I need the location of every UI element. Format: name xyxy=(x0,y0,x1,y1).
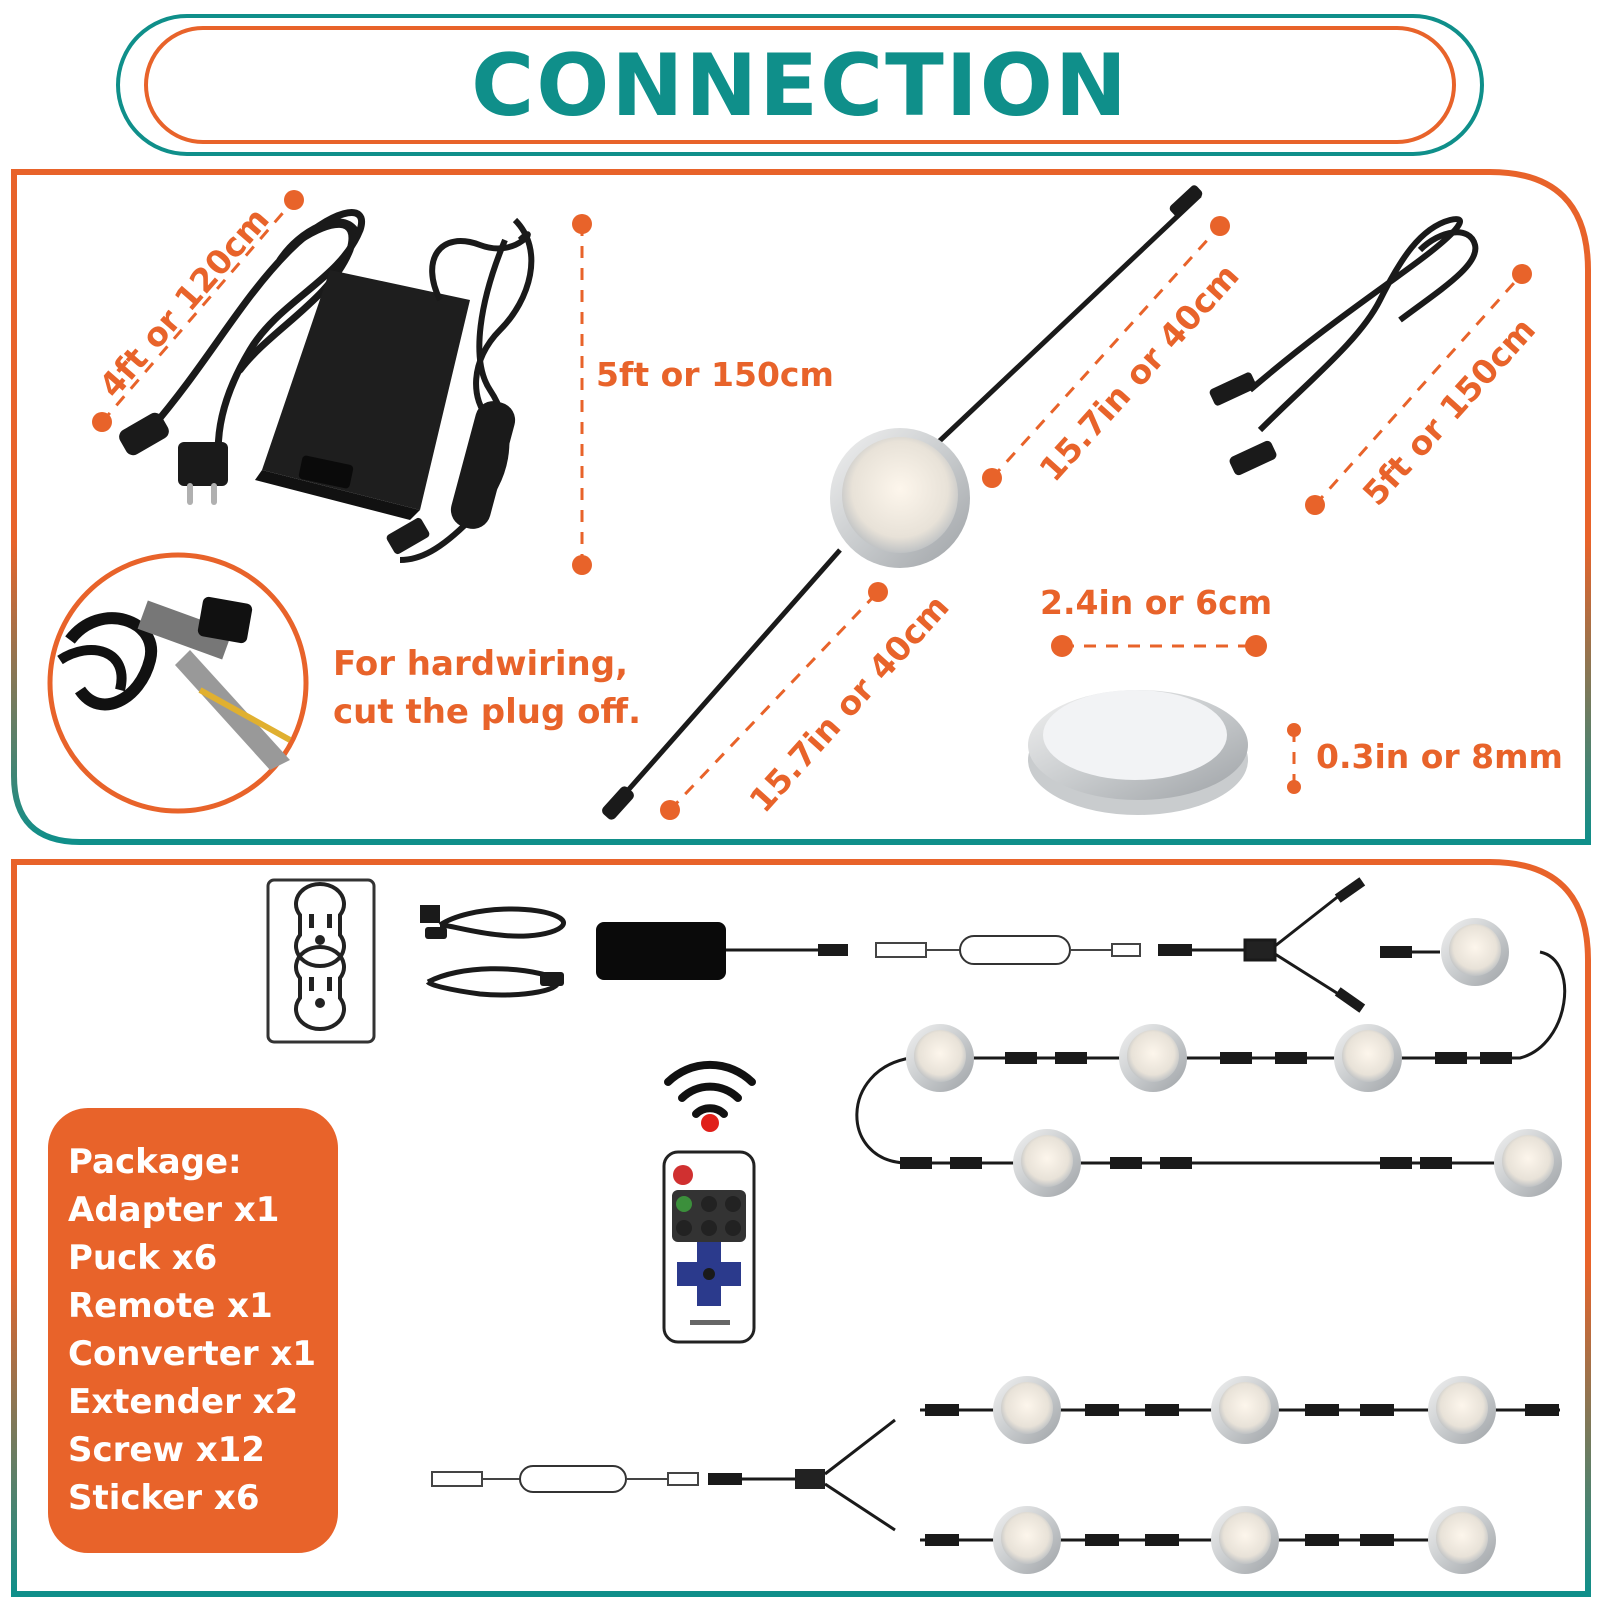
package-item: Puck x6 xyxy=(68,1238,218,1278)
extender-icon xyxy=(1209,216,1479,476)
splitter-icon xyxy=(1158,877,1366,1013)
adapter-icon xyxy=(255,217,535,563)
wireless-signal-icon xyxy=(664,1060,756,1132)
hardwiring-note: For hardwiring, cut the plug off. xyxy=(333,640,641,736)
power-cord-small-icon xyxy=(420,905,566,998)
converter-icon xyxy=(875,935,1141,965)
adapter-small-icon xyxy=(596,922,848,980)
top-panel-frame xyxy=(11,169,1591,845)
package-item: Sticker x6 xyxy=(68,1478,260,1518)
package-item: Screw x12 xyxy=(68,1430,265,1470)
hardwiring-note-line-1: For hardwiring, xyxy=(333,644,629,684)
dimension-puck-diameter: 2.4in or 6cm xyxy=(1040,583,1273,622)
puck-side-view xyxy=(1028,690,1248,815)
bottom-panel-frame xyxy=(11,859,1591,1597)
remote-control-icon xyxy=(662,1150,756,1344)
page-title: CONNECTION xyxy=(471,36,1129,136)
dimension-adapter-cable: 5ft or 150cm xyxy=(596,355,834,394)
package-heading: Package: xyxy=(68,1142,242,1182)
dimension-lines xyxy=(92,190,1532,820)
converter-bottom-icon xyxy=(431,1418,896,1532)
puck-light-icon xyxy=(906,918,1562,1197)
power-outlet-icon xyxy=(266,878,376,1044)
title-frame xyxy=(116,14,1484,156)
power-cord-icon xyxy=(119,209,365,505)
package-item: Converter x1 xyxy=(68,1334,317,1374)
hardwiring-illustration xyxy=(47,552,309,814)
puck-chain-top xyxy=(855,918,1567,1197)
hardwiring-note-line-2: cut the plug off. xyxy=(333,692,641,732)
package-item: Remote x1 xyxy=(68,1286,273,1326)
package-item: Adapter x1 xyxy=(68,1190,280,1230)
puck-chain-bottom xyxy=(920,1376,1560,1574)
package-item: Extender x2 xyxy=(68,1382,299,1422)
package-contents-box: Package: Adapter x1 Puck x6 Remote x1 Co… xyxy=(48,1108,338,1553)
puck-with-wires-illustration xyxy=(602,185,1203,820)
dimension-puck-thickness: 0.3in or 8mm xyxy=(1316,737,1563,776)
